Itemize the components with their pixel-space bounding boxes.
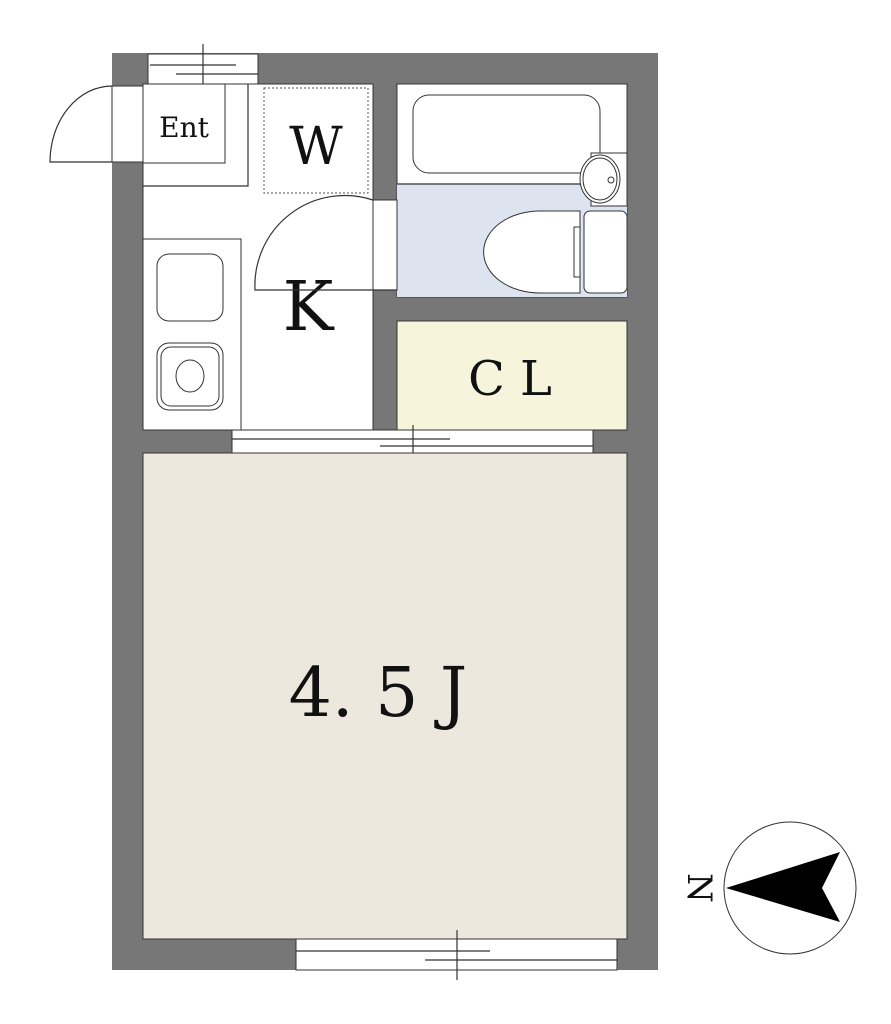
closet <box>396 320 628 431</box>
north-arrow-icon <box>726 852 840 922</box>
main-room-label: 4. 5 J <box>289 654 468 733</box>
kitchen-label: K <box>283 268 335 347</box>
washer-label: W <box>289 117 343 177</box>
washbasin-icon <box>579 154 621 204</box>
bathtub-icon <box>412 94 601 174</box>
washer-space <box>263 87 369 194</box>
north-compass: N <box>679 821 857 955</box>
entrance-label: Ent <box>159 111 209 144</box>
toilet-icon <box>483 210 581 294</box>
sink-icon <box>156 342 224 411</box>
bathroom <box>396 83 628 298</box>
bathroom-door[interactable] <box>254 194 398 291</box>
kitchen-counter <box>142 238 242 431</box>
closet-label: C L <box>468 351 552 407</box>
main-room-window[interactable] <box>295 930 618 980</box>
entrance-area <box>49 83 249 187</box>
stove-burner-icon <box>156 253 224 322</box>
compass-north-label: N <box>679 873 719 903</box>
